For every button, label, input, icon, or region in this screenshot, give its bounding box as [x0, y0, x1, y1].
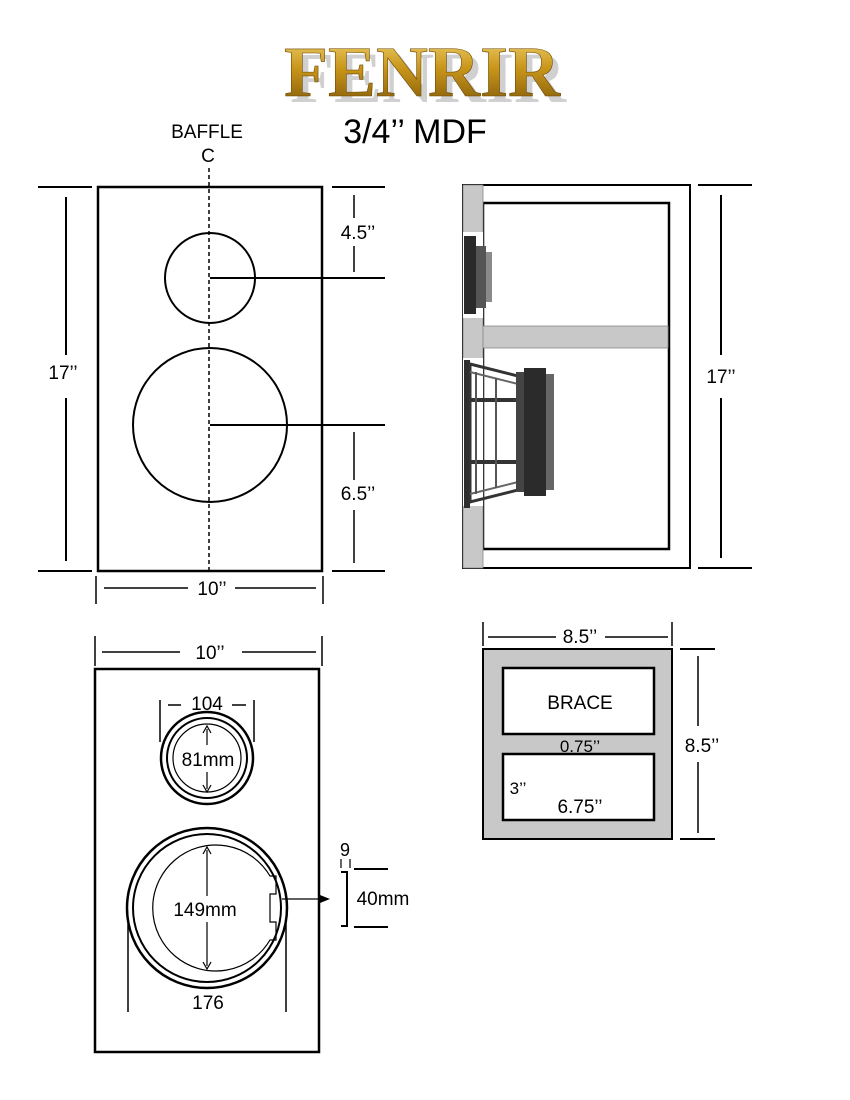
woofer-cutout-arrow-top [202, 845, 212, 855]
notch-bracket [341, 871, 348, 927]
tweeter-flange-inner [166, 717, 248, 799]
woofer-section [463, 358, 554, 508]
notch-depth-label: 9 [340, 840, 350, 860]
width-label: 10’’ [197, 579, 226, 600]
cutout-view: 10’’ 104 81mm 149mm 176 9 [93, 636, 410, 1054]
brace-window-top [501, 666, 656, 736]
notch-arrow [320, 895, 330, 903]
cabinet-outer [462, 184, 691, 569]
brace-window-height-label: 3’’ [510, 779, 527, 798]
woofer-flange-inner [132, 833, 282, 983]
woofer-cutout [152, 844, 277, 972]
brace-height-label: 8.5’’ [685, 736, 720, 757]
notch-width-label: 40mm [357, 889, 410, 910]
logo-shadow: FENRIR [290, 38, 567, 118]
tweeter-flange-outer [159, 710, 255, 806]
woofer-cutout-arrow-bottom [202, 961, 212, 971]
side-section-view: 17’’ [462, 184, 752, 569]
height-label: 17’’ [48, 363, 77, 384]
baffle-view: BAFFLE C 17’’ 10’’ 4.5’’ 6.5’’ [38, 122, 385, 604]
brace-label: BRACE [547, 693, 612, 714]
title-block: FENRIR FENRIR 3/4’’ MDF [284, 32, 567, 151]
brace-window-bottom [501, 752, 656, 822]
center-label: C [201, 146, 215, 167]
tweeter-section [463, 232, 492, 318]
woofer-flange-outer [125, 826, 289, 990]
logo: FENRIR [284, 32, 561, 112]
tweeter-flange-label: 104 [191, 694, 223, 715]
tweeter-offset-label: 4.5’’ [341, 223, 376, 244]
baffle-panel [96, 185, 324, 573]
tweeter-cutout-arrow-bottom [202, 784, 212, 794]
brace-window-width-label: 6.75’’ [557, 797, 602, 818]
tweeter-cutout-arrow-top [202, 724, 212, 734]
brace-view: 8.5’’ BRACE 0.75’’ 3’’ 6.75’’ 8.5’’ [482, 622, 720, 840]
cutout-panel [93, 667, 321, 1054]
brace-width-label: 8.5’’ [563, 627, 598, 648]
internal-brace-shelf [482, 325, 669, 349]
woofer-flange-label: 176 [192, 993, 224, 1014]
cutout-width-label: 10’’ [195, 643, 224, 664]
material-label: 3/4’’ MDF [343, 113, 487, 151]
cabinet-inner [481, 201, 671, 551]
tweeter-cutout-label: 81mm [182, 750, 235, 771]
woofer-cutout-label: 149mm [173, 900, 236, 921]
brace-rail-label: 0.75’’ [560, 737, 600, 756]
side-height-label: 17’’ [706, 367, 735, 388]
woofer-offset-label: 6.5’’ [341, 484, 376, 505]
baffle-label: BAFFLE [171, 122, 243, 143]
